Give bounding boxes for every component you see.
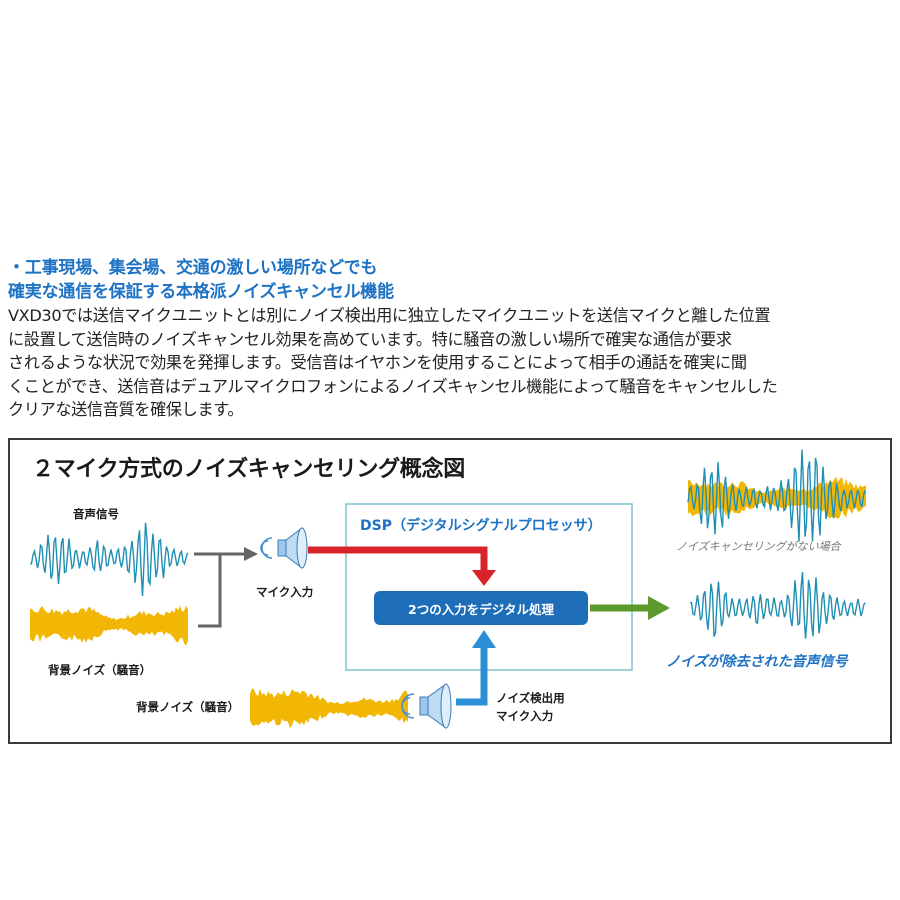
feature-heading-line2: 確実な通信を保証する本格派ノイズキャンセル機能 [8, 282, 394, 302]
background-noise-waveform-2 [250, 688, 408, 729]
diagram-title: ２マイク方式のノイズキャンセリング概念図 [32, 457, 465, 482]
background-noise-label: 背景ノイズ（騒音） [48, 663, 152, 677]
description-line: に設置して送信時のノイズキャンセル効果を高めています。特に騒音の激しい場所で確実… [8, 329, 732, 349]
dsp-frame [345, 503, 633, 671]
voice-wave-line [30, 522, 189, 597]
noise-mic-label-line2: マイク入力 [496, 709, 554, 723]
noise-mic-icon [401, 683, 452, 729]
feature-description: VXD30では送信マイクユニットとは別にノイズ検出用に独立したマイクユニットを送… [8, 304, 894, 422]
digital-process-box: 2つの入力をデジタル処理 [374, 591, 588, 625]
voice-signal-label: 音声信号 [73, 507, 119, 521]
noise-mic-label-line1: ノイズ検出用 [496, 691, 565, 705]
no-cancel-voice-waveform [687, 449, 866, 542]
no-cancel-noise-waveform [688, 476, 866, 519]
noise-wave-fill [30, 605, 188, 646]
to-mic-arrowhead [244, 547, 258, 561]
mic-input-label: マイク入力 [256, 585, 314, 599]
voice-waveform [30, 522, 189, 597]
noise-cancel-diagram [30, 449, 866, 729]
no-cancel-label: ノイズキャンセリングがない場合 [676, 540, 841, 553]
description-line: クリアな送信音質を確保します。 [8, 400, 244, 419]
dsp-label: DSP（デジタルシグナルプロセッサ） [360, 518, 602, 534]
clean-signal-label: ノイズが除去された音声信号 [666, 654, 848, 670]
combo-noise-fill [688, 476, 866, 519]
clean-voice-line [690, 571, 866, 639]
mic-icon [260, 527, 308, 569]
background-noise-waveform [30, 605, 188, 646]
feature-heading-line1: ・工事現場、集会場、交通の激しい場所などでも [8, 258, 378, 278]
description-line: VXD30では送信マイクユニットとは別にノイズ検出用に独立したマイクユニットを送… [8, 306, 771, 325]
noise-wave-fill-2 [250, 688, 408, 729]
clean-voice-waveform [690, 571, 866, 639]
diagram-frame [8, 438, 892, 744]
description-line: くことができ、送信音はデュアルマイクロフォンによるノイズキャンセル機能によって騒… [8, 376, 778, 396]
noise-mic-to-dsp-arrowhead [472, 630, 496, 648]
noise-mic-to-dsp-arrow [456, 646, 488, 706]
feature-heading: ・工事現場、集会場、交通の激しい場所などでも 確実な通信を保証する本格派ノイズキ… [8, 256, 394, 304]
mix-connector [194, 552, 222, 628]
combo-voice-line [687, 449, 866, 542]
output-arrowhead [648, 596, 670, 620]
background-noise-label-2: 背景ノイズ（騒音） [136, 700, 240, 714]
description-line: されるような状況で効果を発揮します。受信音はイヤホンを使用することによって相手の… [8, 353, 747, 372]
mic-to-dsp-arrow [308, 546, 488, 572]
mic-to-dsp-arrowhead [472, 570, 496, 586]
